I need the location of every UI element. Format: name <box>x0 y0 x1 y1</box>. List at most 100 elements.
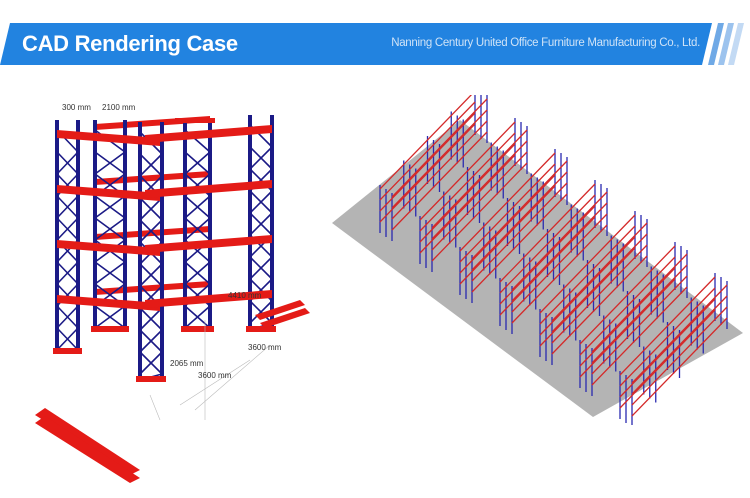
beam <box>431 151 528 251</box>
beam <box>471 160 568 260</box>
beam <box>551 222 648 322</box>
beam <box>471 182 568 282</box>
header-banner: CAD Rendering Case Nanning Century Unite… <box>0 23 750 65</box>
beam <box>631 306 728 406</box>
upright-post <box>55 120 59 352</box>
beam <box>379 95 473 190</box>
frame-bracing <box>139 219 163 243</box>
beam <box>379 101 476 201</box>
rack-row <box>419 118 528 272</box>
beam <box>511 191 608 291</box>
frame-bracing <box>139 329 163 353</box>
beam <box>579 267 676 367</box>
frame-bracing <box>56 195 79 219</box>
beam <box>551 244 648 344</box>
frame-bracing <box>94 217 126 241</box>
shelf-beam <box>145 180 272 198</box>
rack-frames <box>53 115 276 382</box>
frame-bracing <box>139 263 163 287</box>
beam <box>579 245 676 345</box>
beam <box>379 112 476 212</box>
beam <box>539 225 636 325</box>
beam <box>619 287 716 387</box>
beam <box>591 264 688 364</box>
base-plate <box>246 326 276 332</box>
beam <box>499 183 596 283</box>
beam <box>579 256 676 356</box>
rack-row <box>379 95 488 241</box>
beam <box>471 171 568 271</box>
frame-bracing <box>56 305 79 329</box>
upright-frame <box>53 120 82 354</box>
beam <box>511 202 608 302</box>
frame-bracing <box>249 146 273 170</box>
shelf-beam <box>145 290 272 308</box>
upright-post <box>208 120 212 330</box>
frame-bracing <box>249 190 273 214</box>
frame-bracing <box>94 195 126 219</box>
beam <box>499 216 596 316</box>
upright-post <box>123 120 127 330</box>
shelf-beam <box>145 125 272 143</box>
frame-bracing <box>139 351 163 375</box>
warehouse-floor <box>332 120 743 417</box>
dimension-label: 4410 mm <box>228 291 262 300</box>
beam <box>459 174 556 274</box>
beam <box>431 140 528 240</box>
beam <box>631 284 728 384</box>
base-plate <box>181 326 214 332</box>
beam <box>551 255 648 355</box>
top-beam <box>175 118 215 123</box>
beam <box>499 194 596 294</box>
beam <box>631 295 728 395</box>
upright-post <box>183 120 187 330</box>
beam <box>539 236 636 336</box>
beam <box>419 143 516 243</box>
base-plate <box>53 348 82 354</box>
rack-row <box>499 180 608 334</box>
frame-bracing <box>56 261 79 285</box>
rack-row <box>539 211 648 365</box>
frame-bracing <box>184 261 211 285</box>
shelf-beam <box>57 185 160 201</box>
upright-post <box>248 115 252 330</box>
loose-beam-ladder-bottom <box>35 408 140 483</box>
beam <box>511 224 608 324</box>
frame-bracing <box>139 307 163 331</box>
beam <box>619 276 716 376</box>
beam <box>431 162 528 262</box>
beam <box>391 98 488 198</box>
beam <box>619 309 716 409</box>
dimension-label: 2065 mm <box>170 359 204 368</box>
frame-bracing <box>56 327 79 351</box>
beam <box>579 278 676 378</box>
warehouse-layout-cad <box>332 95 743 425</box>
company-name: Nanning Century United Office Furniture … <box>391 37 700 49</box>
frame-bracing <box>94 305 126 329</box>
rack-rows <box>379 95 728 425</box>
beam <box>391 131 488 231</box>
beam <box>631 317 728 417</box>
dimension-label: 300 mm <box>62 103 91 112</box>
frame-bracing <box>94 151 126 175</box>
frame-bracing <box>249 300 273 324</box>
beam <box>619 298 716 398</box>
beam <box>539 247 636 347</box>
dimension-label: 3600 mm <box>248 343 282 352</box>
beam <box>431 129 528 229</box>
beam <box>419 154 516 254</box>
frame-bracing <box>184 305 211 329</box>
beam <box>459 152 556 252</box>
dimension-label: 3600 mm <box>198 371 232 380</box>
beam <box>379 123 476 223</box>
banner-background <box>0 23 744 65</box>
upright-post <box>270 115 274 330</box>
beam <box>391 120 488 220</box>
beam <box>471 193 568 293</box>
beam <box>539 214 636 314</box>
page-title: CAD Rendering Case <box>22 31 238 56</box>
rack-row <box>619 273 728 425</box>
upright-post <box>93 120 97 330</box>
frame-bracing <box>56 217 79 241</box>
beam <box>511 213 608 313</box>
